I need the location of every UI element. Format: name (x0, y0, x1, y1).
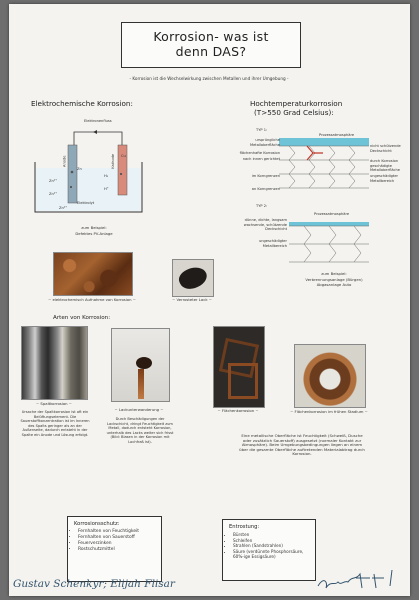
rust-photo-caption: ~ elektrochemisch Aufnahme von Korrosion… (48, 297, 136, 302)
h-ion-label: H⁺ (104, 187, 109, 191)
korrosionsschutz-list: Fernhalten von Feuchtigkeit Fernhalten v… (68, 529, 161, 553)
poster: Korrosion- was ist denn DAS? - Korrosion… (9, 4, 410, 596)
typ1-right-1: nicht schützende Deckschicht (370, 144, 401, 153)
kathode-label: Kathode (111, 153, 116, 169)
flaechenkorrosion-title: ~ Flächenkorrosion ~ (217, 408, 259, 413)
hightemp-example-label: zum Beispiel: (321, 271, 347, 276)
typ2-left-1: dünne, dichte, langsam wachsende, schütz… (243, 218, 287, 232)
electrolyte-label: Elektrolyt (77, 201, 95, 205)
arten-heading: Arten von Korrosion: (53, 315, 111, 321)
title-line-2: denn DAS? (175, 44, 247, 59)
entrostung-box: Entrostung: Bürsten Schleifen Strahlen (… (222, 519, 316, 581)
hightemp-heading: Hochtemperaturkorrosion (250, 99, 343, 108)
entrostung-list: Bürsten Schleifen Strahlen (Sandstrahlen… (223, 532, 315, 560)
list-item: Rostschutzmittel (78, 547, 161, 553)
typ1-atmosphere: Prozessatmosphäre (319, 133, 355, 137)
typ2-label: TYP 2: (256, 204, 268, 208)
poster-subtitle: - Korrosion ist die Wechselwirkung zwisc… (129, 76, 289, 81)
typ1-label: TYP 1: (256, 128, 268, 132)
zn-ion-left-2: Zn²⁺ (49, 192, 58, 196)
cu-label: Cu (121, 154, 126, 158)
list-item: Strahlen (Sandstrahlen) (233, 543, 315, 549)
spaltkorrosion-photo (21, 326, 88, 400)
rusted-paint-caption: ~ Verrosteter Lack ~ (172, 297, 212, 302)
typ1-right-3: ungeschädigter Metallbereich (370, 174, 399, 183)
poster-title: Korrosion- was ist denn DAS? (122, 29, 300, 59)
typ1-left-5: an Korngrenzen (251, 187, 280, 191)
typ1-left-3: nach innen gerichtet (242, 157, 280, 161)
list-item: Säure (verdünnte Phosphorsäure, 60%-ige … (233, 549, 315, 560)
typ1-left-4: im Korngrenzen (251, 174, 280, 178)
spaltkorrosion-title: ~ Spaltkorrosion ~ (36, 401, 72, 406)
hightemp-example-text: Verbrennungsanlage (Bürgen) Abgasanlage … (305, 277, 363, 287)
typ1-right-2: durch Korrosion geschädigte Metalloberfl… (370, 159, 401, 173)
typ2-left-2: ungeschädigter Metallbereich (258, 239, 287, 248)
entrostung-heading: Entrostung: (229, 524, 260, 530)
title-box: Korrosion- was ist denn DAS? (121, 22, 301, 68)
lackunterwanderung-desc: Durch Beschädigungen der Lackschicht, dr… (106, 417, 174, 444)
spaltkorrosion-desc: Ursache der Spaltkorrosion ist oft ein B… (20, 410, 90, 437)
flaechenkorrosion-early-title: ~ Flächenkorrosion im frühen Stadium ~ (290, 409, 368, 414)
electrochem-example-label: zum Beispiel: (81, 225, 107, 230)
h2-label: H₂ (104, 174, 109, 178)
list-item: Feuerverzinken (78, 541, 161, 547)
anode-label: Anode (62, 155, 67, 168)
rust-photo (53, 252, 133, 296)
title-line-1: Korrosion- was ist (153, 29, 269, 44)
electrochem-heading: Elektrochemische Korrosion: (31, 99, 133, 108)
list-item: Bürsten (233, 532, 315, 538)
list-item: Fernhalten von Sauerstoff (78, 535, 161, 541)
typ1-left-2: flächenhafte Korrosion (239, 151, 280, 155)
korrosionsschutz-heading: Korrosionsschutz: (74, 521, 120, 527)
electrochem-example-text: Defektes PV-Anlage (75, 231, 113, 236)
typ1-diagram (279, 138, 369, 189)
list-item: Schleifen (233, 538, 315, 544)
list-item: Fernhalten von Feuchtigkeit (78, 529, 161, 535)
typ2-diagram (289, 222, 369, 263)
galvanic-cell-diagram (34, 130, 143, 213)
hightemp-heading-2: (T>550 Grad Celsius): (254, 108, 334, 117)
lackunterwanderung-title: ~ Lackunterwanderung ~ (114, 407, 164, 412)
typ2-atmosphere: Prozessatmosphäre (314, 212, 350, 216)
flaechenkorrosion-desc: Eine metallische Oberfläche ist Feuchtig… (239, 433, 365, 457)
korrosionsschutz-box: Korrosionsschutz: Fernhalten von Feuchti… (67, 516, 162, 582)
typ1-left-1: ursprüngliche Metalloberfläche (249, 138, 280, 147)
lackunterwanderung-photo (111, 328, 170, 402)
zn-ion-left: Zn²⁺ (49, 179, 58, 183)
rusted-paint-photo (172, 259, 214, 297)
electron-flow-label: Elektronenfluss (84, 119, 112, 123)
flaechenkorrosion-photo (213, 326, 265, 408)
zn-ion-bottom: Zn²⁺ (59, 206, 68, 210)
signature-graphic (317, 570, 393, 589)
authors: Gustav Schenkyr; Elijah Flisar (13, 578, 175, 590)
flaechenkorrosion-early-photo (294, 344, 366, 408)
zn-label: Zn (77, 167, 82, 171)
